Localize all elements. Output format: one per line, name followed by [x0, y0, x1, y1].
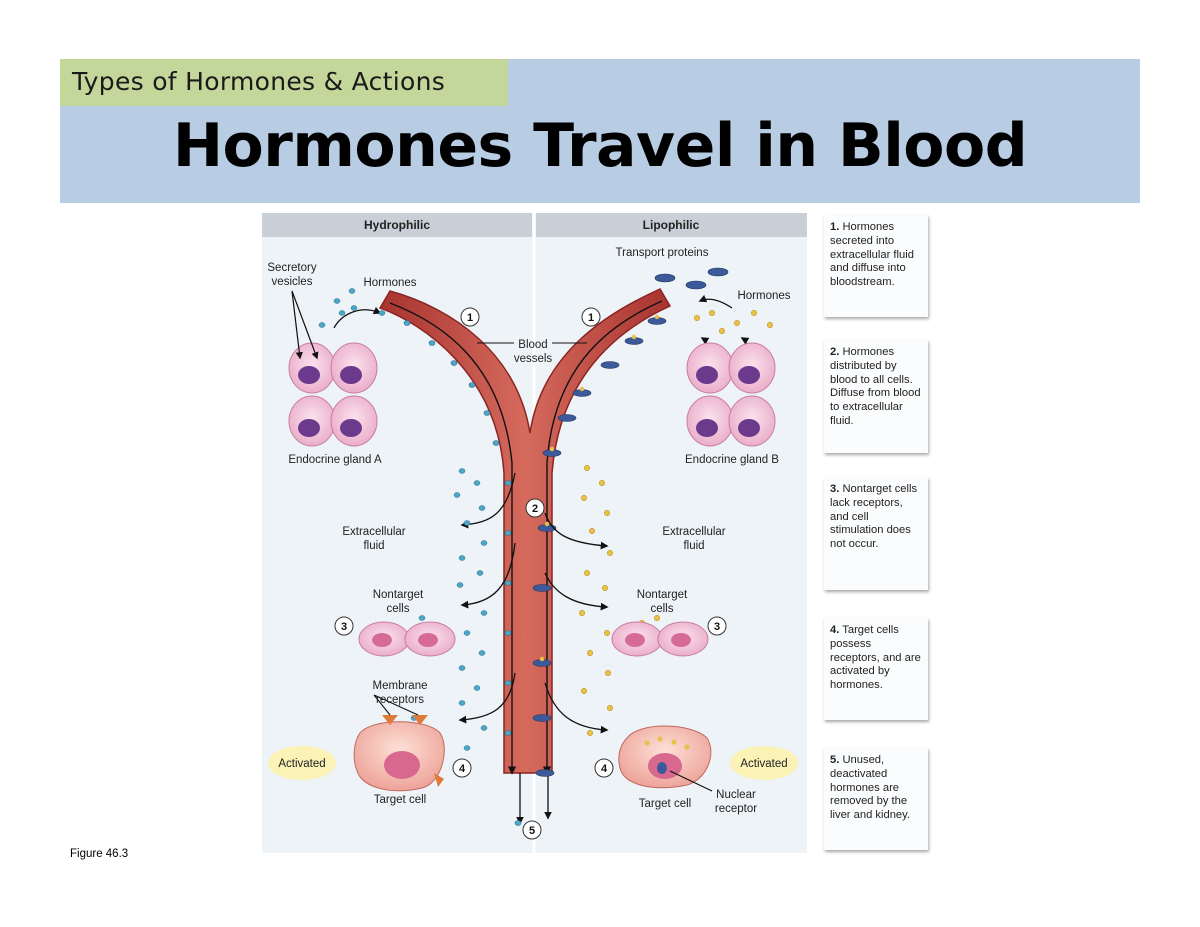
- page-title: Hormones Travel in Blood: [172, 111, 1028, 181]
- ecf-left-label-1: Extracellular: [342, 526, 405, 538]
- blood-vessels-label-2: vessels: [514, 353, 553, 365]
- step-4-text: Target cells possess receptors, and are …: [830, 624, 921, 692]
- step-5-number: 5.: [830, 754, 840, 766]
- step-box-2: 2. Hormones distributed by blood to all …: [824, 340, 928, 453]
- step-box-1: 1. Hormones secreted into extracellular …: [824, 215, 928, 317]
- section-subtitle: Types of Hormones & Actions: [60, 59, 508, 106]
- nontarget-left-label-2: cells: [386, 603, 409, 615]
- endocrine-gland-a: [288, 342, 378, 447]
- marker-2: 2: [532, 503, 538, 515]
- nuclear-receptor-label-2: receptor: [715, 803, 757, 815]
- lipophilic-hormones-on-proteins: [539, 314, 660, 662]
- step-2-number: 2.: [830, 346, 840, 358]
- nontarget-left-label-1: Nontarget: [373, 589, 424, 601]
- ecf-right-label-2: fluid: [683, 540, 704, 552]
- vesicle-pointers: [291, 290, 319, 360]
- secretory-vesicles-label-2: vesicles: [272, 276, 313, 288]
- hydrophilic-header-bg: [262, 213, 532, 237]
- marker-3-left: 3: [341, 621, 347, 633]
- marker-1-left: 1: [467, 312, 473, 324]
- hormones-label-right: Hormones: [737, 290, 790, 302]
- endocrine-gland-b: [686, 342, 776, 447]
- activated-label-right: Activated: [740, 758, 787, 770]
- figure-illustration: Hydrophilic Lipophilic: [262, 213, 807, 853]
- hormones-label-left: Hormones: [363, 277, 416, 289]
- hormone-transport-figure: Hydrophilic Lipophilic: [262, 213, 807, 853]
- hydrophilic-hormones-in-vessel: [403, 320, 522, 826]
- step-box-5: 5. Unused, deactivated hormones are remo…: [824, 748, 928, 850]
- step-markers: 1 1 2 3 3 4 4 5: [334, 307, 727, 840]
- transport-proteins: [654, 267, 729, 290]
- activated-label-left: Activated: [278, 758, 325, 770]
- step-5-text: Unused, deactivated hormones are removed…: [830, 754, 911, 822]
- secretory-vesicles-label-1: Secretory: [267, 262, 316, 274]
- gland-a-label: Endocrine gland A: [288, 454, 382, 466]
- ecf-left-label-2: fluid: [363, 540, 384, 552]
- lipophilic-header-bg: [536, 213, 807, 237]
- title-banner: Types of Hormones & Actions Hormones Tra…: [60, 59, 1140, 203]
- nontarget-cells-right: [611, 621, 709, 657]
- diffusion-arrows: [333, 294, 750, 734]
- step-box-3: 3. Nontarget cells lack receptors, and c…: [824, 477, 928, 590]
- figure-caption: Figure 46.3: [70, 848, 129, 860]
- activated-badge-left: [268, 746, 336, 780]
- blood-vessels-label-1: Blood: [518, 339, 547, 351]
- hydrophilic-label: Hydrophilic: [364, 218, 430, 232]
- step-3-number: 3.: [830, 483, 840, 495]
- marker-3-right: 3: [714, 621, 720, 633]
- nuclear-receptor-label-1: Nuclear: [716, 789, 756, 801]
- nontarget-right-label-2: cells: [650, 603, 673, 615]
- step-1-text: Hormones secreted into extracellular flu…: [830, 221, 914, 289]
- activated-badge-right: [730, 746, 798, 780]
- ecf-right-label-1: Extracellular: [662, 526, 725, 538]
- nontarget-right-label-1: Nontarget: [637, 589, 688, 601]
- step-4-number: 4.: [830, 624, 840, 636]
- marker-1-right: 1: [588, 312, 594, 324]
- lipophilic-label: Lipophilic: [643, 218, 700, 232]
- membrane-receptors-label-2: receptors: [376, 694, 424, 706]
- target-cell-right: [618, 725, 713, 792]
- target-cell-left: [353, 694, 445, 792]
- step-2-text: Hormones distributed by blood to all cel…: [830, 346, 921, 427]
- gland-b-label: Endocrine gland B: [685, 454, 779, 466]
- blood-vessel: [378, 288, 672, 825]
- transport-proteins-label: Transport proteins: [616, 247, 709, 259]
- step-1-number: 1.: [830, 221, 840, 233]
- step-box-4: 4. Target cells possess receptors, and a…: [824, 618, 928, 720]
- marker-5: 5: [529, 825, 535, 837]
- membrane-receptors-label-1: Membrane: [373, 680, 428, 692]
- marker-4-left: 4: [459, 763, 466, 775]
- nontarget-cells-left: [358, 621, 456, 657]
- marker-4-right: 4: [601, 763, 608, 775]
- target-cell-right-label: Target cell: [639, 798, 691, 810]
- step-3-text: Nontarget cells lack receptors, and cell…: [830, 483, 918, 551]
- target-cell-left-label: Target cell: [374, 794, 426, 806]
- lipophilic-hormones-ecf: [578, 309, 774, 737]
